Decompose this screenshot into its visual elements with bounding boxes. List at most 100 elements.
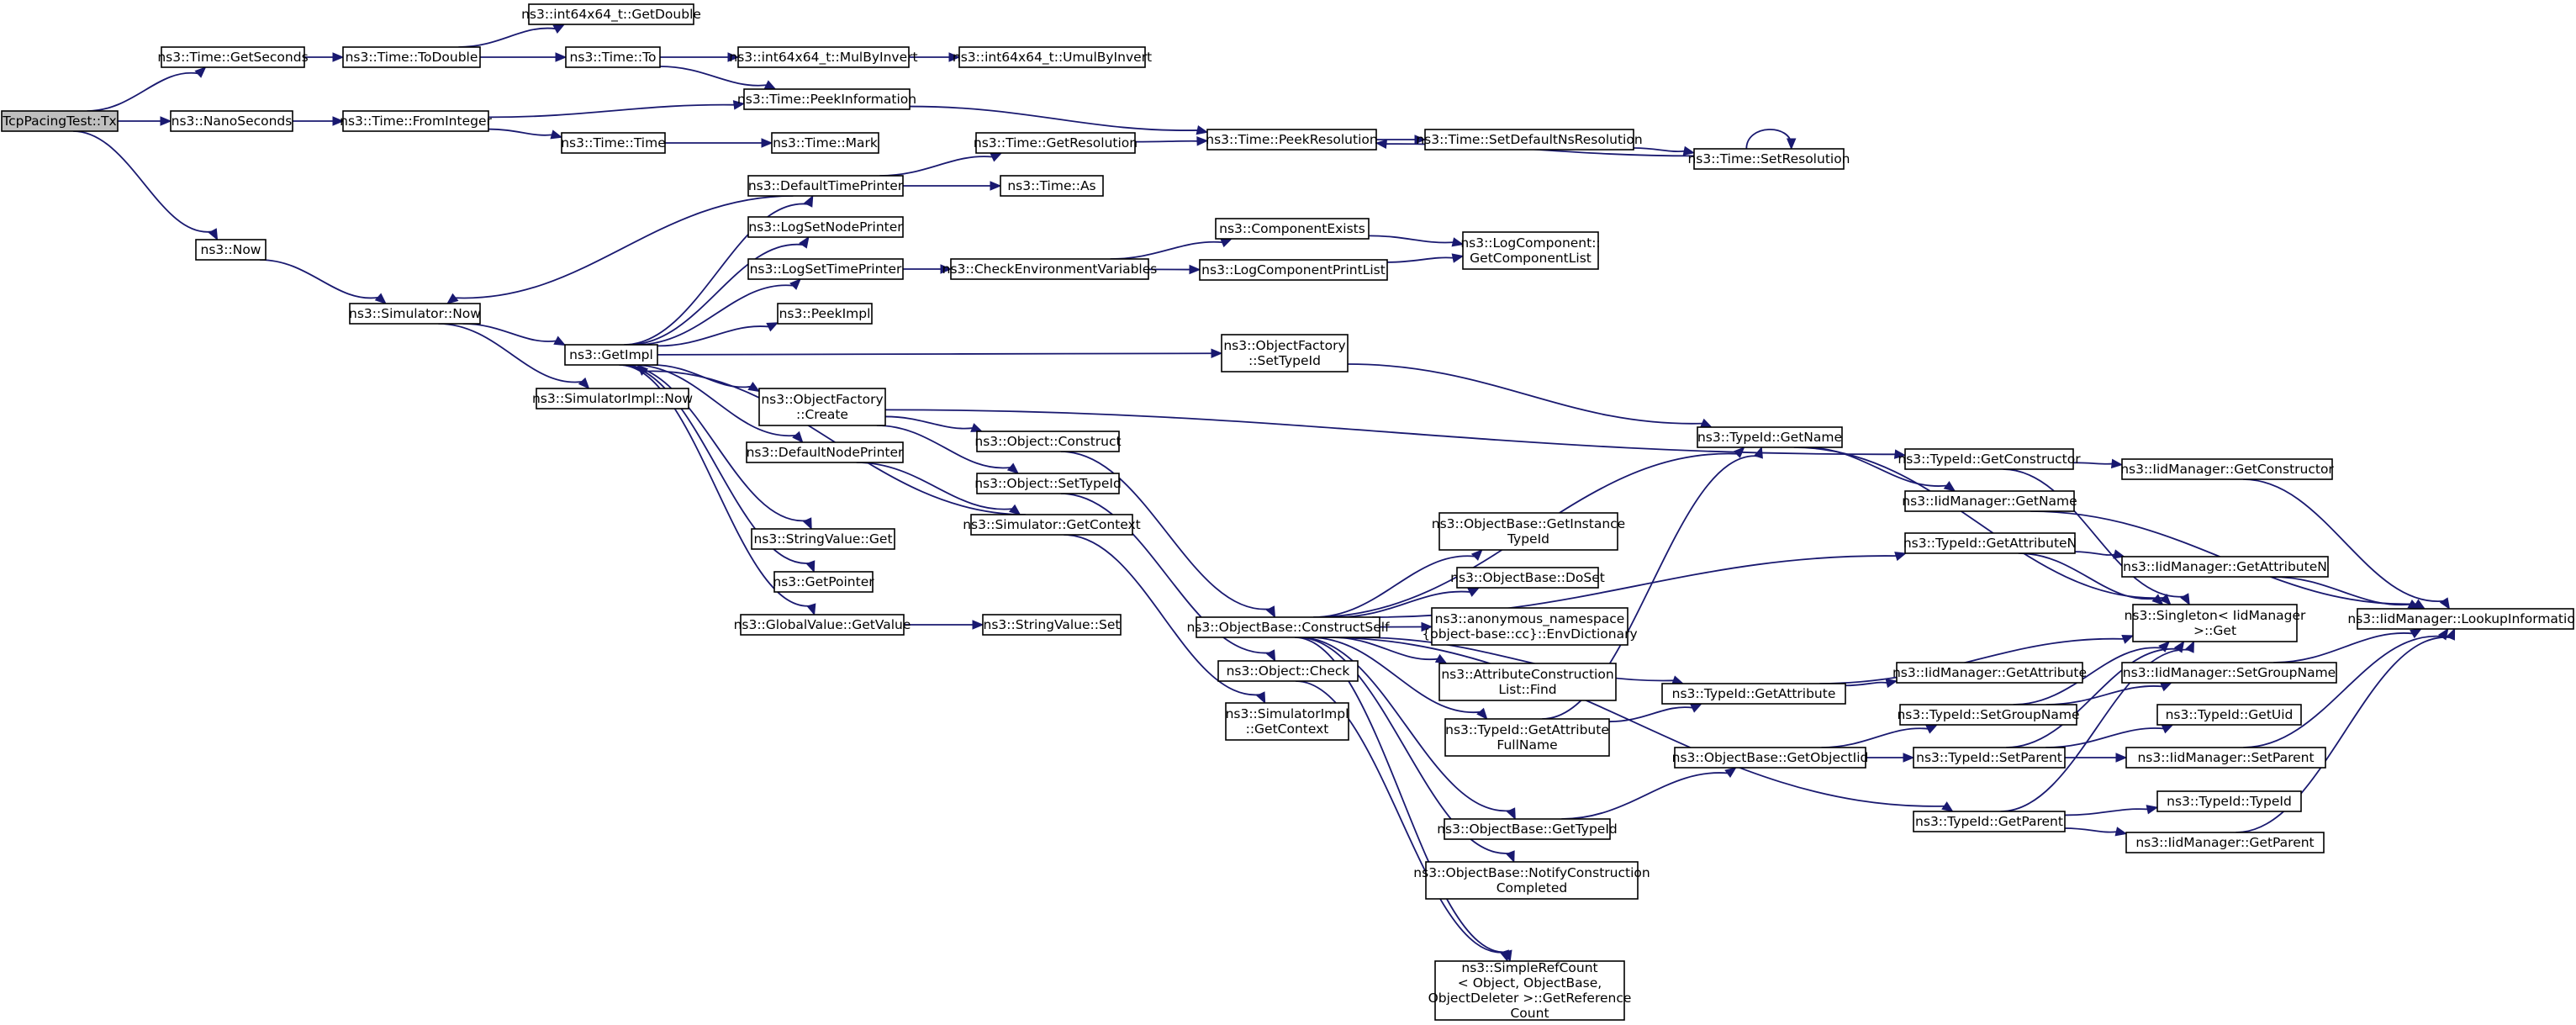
node-getPointer[interactable]: ns3::GetPointer	[773, 571, 874, 593]
node-logSetNodePrinter[interactable]: ns3::LogSetNodePrinter	[747, 216, 904, 238]
node-ofSetTypeId[interactable]: ns3::ObjectFactory::SetTypeId	[1221, 334, 1349, 372]
node-getObjectIid[interactable]: ns3::ObjectBase::GetObjectIid	[1672, 747, 1869, 769]
edge-typeIdSetGroupName-to-singletonGet	[2013, 641, 2171, 705]
node-envDictionary[interactable]: ns3::anonymous_namespace{object-base::cc…	[1422, 607, 1638, 646]
edge-ofCreate-to-objSetTypeId	[876, 425, 1020, 474]
node-lookupInformation[interactable]: ns3::IidManager::LookupInformation	[2347, 608, 2576, 630]
edge-arrowhead	[332, 52, 345, 62]
node-peekInformation[interactable]: ns3::Time::PeekInformation	[737, 88, 916, 110]
node-typeIdGetUid[interactable]: ns3::TypeId::GetUid	[2156, 704, 2302, 726]
node-getDouble[interactable]: ns3::int64x64_t::GetDouble	[521, 3, 701, 25]
node-timeMark[interactable]: ns3::Time::Mark	[771, 132, 879, 154]
node-obGetTypeId[interactable]: ns3::ObjectBase::GetTypeId	[1437, 818, 1618, 840]
node-simGetContext[interactable]: ns3::Simulator::GetContext	[963, 514, 1141, 536]
node-now[interactable]: ns3::Now	[195, 239, 267, 261]
node-typeIdGetAttribute[interactable]: ns3::TypeId::GetAttribute	[1661, 683, 1846, 705]
node-box	[982, 614, 1122, 636]
node-iidGetAttribute[interactable]: ns3::IidManager::GetAttribute	[1892, 662, 2087, 684]
node-getSeconds[interactable]: ns3::Time::GetSeconds	[157, 46, 309, 68]
node-tx[interactable]: TcpPacingTest::Tx	[1, 110, 119, 132]
edge-timeTo-to-mulByInvert	[660, 52, 740, 62]
node-iidGetConstructor[interactable]: ns3::IidManager::GetConstructor	[2120, 458, 2334, 480]
node-timeTo[interactable]: ns3::Time::To	[565, 46, 661, 68]
node-getImpl[interactable]: ns3::GetImpl	[564, 344, 658, 366]
node-label: ns3::ObjectBase::GetTypeId	[1437, 822, 1618, 837]
node-singletonGet[interactable]: ns3::Singleton< IidManager >::Get	[2125, 604, 2306, 642]
node-box	[975, 132, 1136, 154]
node-label: ns3::Simulator::GetContext	[963, 517, 1141, 532]
node-mulByInvert[interactable]: ns3::int64x64_t::MulByInvert	[729, 46, 918, 68]
node-globalValueGetValue[interactable]: ns3::GlobalValue::GetValue	[734, 614, 911, 636]
node-typeIdSetParent[interactable]: ns3::TypeId::SetParent	[1913, 747, 2066, 769]
node-label: ns3::StringValue::Set	[984, 617, 1121, 632]
node-label: ns3::Time::ToDouble	[346, 50, 478, 65]
node-label: ns3::TypeId::GetUid	[2166, 707, 2294, 722]
node-simImplGetContext[interactable]: ns3::SimulatorImpl::GetContext	[1225, 702, 1349, 741]
node-label: ns3::TypeId::GetAttribute	[1672, 686, 1836, 701]
node-fromInteger[interactable]: ns3::Time::FromInteger	[340, 110, 492, 132]
node-nanoSeconds[interactable]: ns3::NanoSeconds	[170, 110, 293, 132]
node-typeIdSetGroupName[interactable]: ns3::TypeId::SetGroupName	[1897, 704, 2080, 726]
node-objConstruct[interactable]: ns3::Object::Construct	[974, 431, 1122, 452]
edge-fromInteger-to-peekInformation	[488, 100, 746, 119]
node-setDefaultNs[interactable]: ns3::Time::SetDefaultNsResolution	[1416, 129, 1643, 151]
edge-obGetTypeId-to-getObjectIid	[1561, 767, 1737, 820]
node-label: ns3::PeekImpl	[779, 306, 871, 321]
node-checkEnv[interactable]: ns3::CheckEnvironmentVariables	[942, 258, 1158, 280]
node-logSetTimePrinter[interactable]: ns3::LogSetTimePrinter	[747, 258, 904, 280]
node-box	[746, 441, 904, 463]
edge-arrowhead	[1220, 238, 1233, 248]
node-stringValueGet[interactable]: ns3::StringValue::Get	[751, 528, 895, 550]
node-box	[1434, 960, 1625, 1021]
node-iidGetParent[interactable]: ns3::IidManager::GetParent	[2125, 832, 2325, 853]
edge-constructSelf-to-obGetTypeId	[1300, 637, 1516, 821]
node-peekImpl[interactable]: ns3::PeekImpl	[777, 303, 873, 325]
node-iidSetParent[interactable]: ns3::IidManager::SetParent	[2125, 747, 2326, 769]
node-setResolution[interactable]: ns3::Time::SetResolution	[1687, 148, 1850, 170]
node-constructSelf[interactable]: ns3::ObjectBase::ConstructSelf	[1186, 616, 1390, 638]
edge-checkEnv-to-logComponentPrintList	[1148, 264, 1201, 275]
node-ofCreate[interactable]: ns3::ObjectFactory::Create	[758, 388, 886, 426]
node-timeAs[interactable]: ns3::Time::As	[1000, 175, 1104, 197]
node-defaultNodePrinter[interactable]: ns3::DefaultNodePrinter	[746, 441, 904, 463]
node-iidGetName[interactable]: ns3::IidManager::GetName	[1902, 490, 2077, 512]
node-getReference[interactable]: ns3::SimpleRefCount< Object, ObjectBase,…	[1428, 960, 1632, 1021]
edge-arrowhead	[2146, 805, 2159, 815]
node-typeIdGetAttributeN[interactable]: ns3::TypeId::GetAttributeN	[1903, 532, 2077, 554]
node-typeIdTypeId[interactable]: ns3::TypeId::TypeId	[2156, 790, 2302, 812]
node-doSet[interactable]: ns3::ObjectBase::DoSet	[1450, 567, 1605, 589]
edge-arrowhead	[940, 264, 953, 274]
node-componentExists[interactable]: ns3::ComponentExists	[1215, 218, 1370, 240]
node-timeTime[interactable]: ns3::Time::Time	[561, 132, 666, 154]
node-peekResolution[interactable]: ns3::Time::PeekResolution	[1206, 129, 1378, 151]
node-simImplNow[interactable]: ns3::SimulatorImpl::Now	[532, 388, 693, 409]
node-toDouble[interactable]: ns3::Time::ToDouble	[342, 46, 481, 68]
node-box	[1206, 129, 1377, 151]
node-objCheck[interactable]: ns3::Object::Check	[1217, 660, 1359, 682]
node-stringValueSet[interactable]: ns3::StringValue::Set	[982, 614, 1122, 636]
node-simNow[interactable]: ns3::Simulator::Now	[349, 303, 481, 325]
edge-defaultTimePrinter-to-simNow	[446, 195, 794, 304]
node-typeIdGetName[interactable]: ns3::TypeId::GetName	[1697, 426, 1843, 448]
node-box	[740, 614, 905, 636]
edge-arrowhead	[990, 152, 1003, 162]
node-label: ns3::Time::PeekInformation	[737, 92, 916, 107]
node-notifyConstruction[interactable]: ns3::ObjectBase::NotifyConstructionCompl…	[1413, 861, 1650, 900]
node-umulByInvert[interactable]: ns3::int64x64_t::UmulByInvert	[953, 46, 1152, 68]
node-getComponentList[interactable]: ns3::LogComponent::GetComponentList	[1460, 231, 1601, 270]
node-objSetTypeId[interactable]: ns3::Object::SetTypeId	[974, 473, 1122, 494]
edge-toDouble-to-getDouble	[458, 24, 566, 48]
edge-arrowhead	[208, 228, 219, 241]
node-typeIdGetParent[interactable]: ns3::TypeId::GetParent	[1913, 811, 2066, 832]
node-logComponentPrintList[interactable]: ns3::LogComponentPrintList	[1199, 259, 1388, 281]
node-defaultTimePrinter[interactable]: ns3::DefaultTimePrinter	[747, 175, 904, 197]
node-getResolution[interactable]: ns3::Time::GetResolution	[974, 132, 1138, 154]
edge-arrowhead	[747, 382, 761, 393]
node-typeIdGetConstructor[interactable]: ns3::TypeId::GetConstructor	[1898, 448, 2081, 470]
node-iidGetAttributeN[interactable]: ns3::IidManager::GetAttributeN	[2121, 556, 2329, 578]
node-iidSetGroupName[interactable]: ns3::IidManager::SetGroupName	[2121, 662, 2337, 684]
edge-constructSelf-to-notifyConstruction	[1297, 637, 1515, 864]
